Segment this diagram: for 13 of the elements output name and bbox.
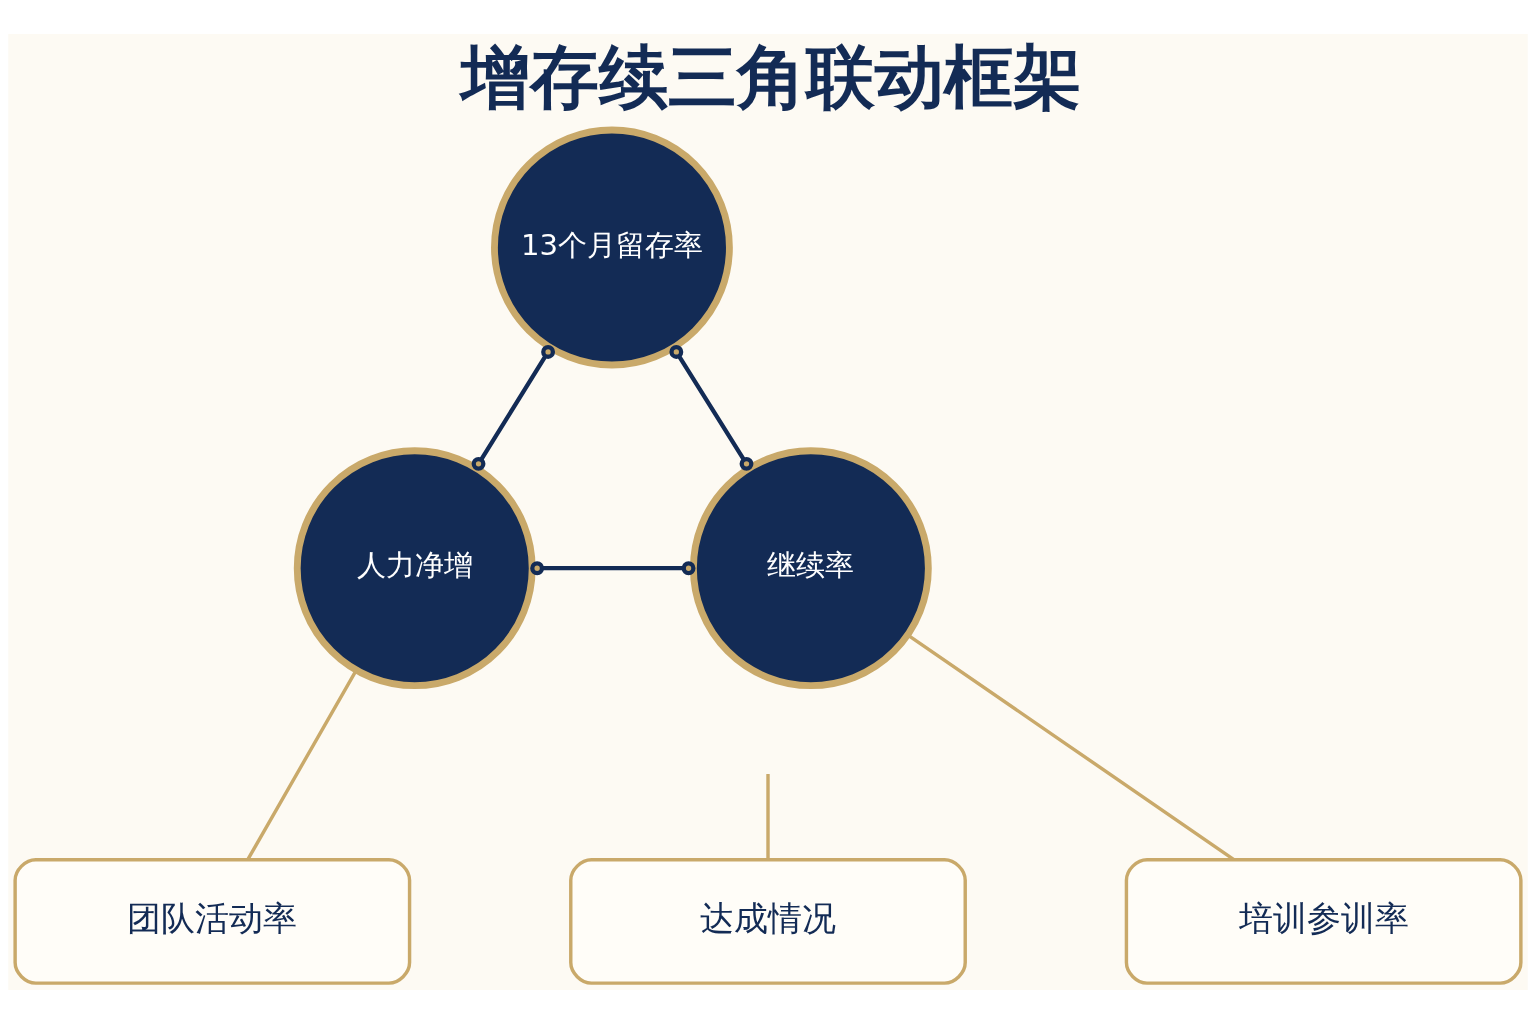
node-box: 达成情况 (569, 857, 967, 985)
connector (471, 345, 556, 471)
node-box: 培训参训率 (1124, 857, 1523, 985)
connector (766, 774, 770, 860)
diagram-title: 增存续三角联动框架 (461, 36, 1083, 117)
connector (246, 669, 358, 861)
connector (669, 345, 754, 471)
node-box: 团队活动率 (13, 857, 412, 985)
connector (530, 561, 696, 576)
connector (906, 633, 1235, 861)
node-circle: 人力净增 (293, 447, 536, 690)
node-circle: 继续率 (689, 447, 932, 690)
node-circle: 13个月留存率 (491, 126, 733, 369)
